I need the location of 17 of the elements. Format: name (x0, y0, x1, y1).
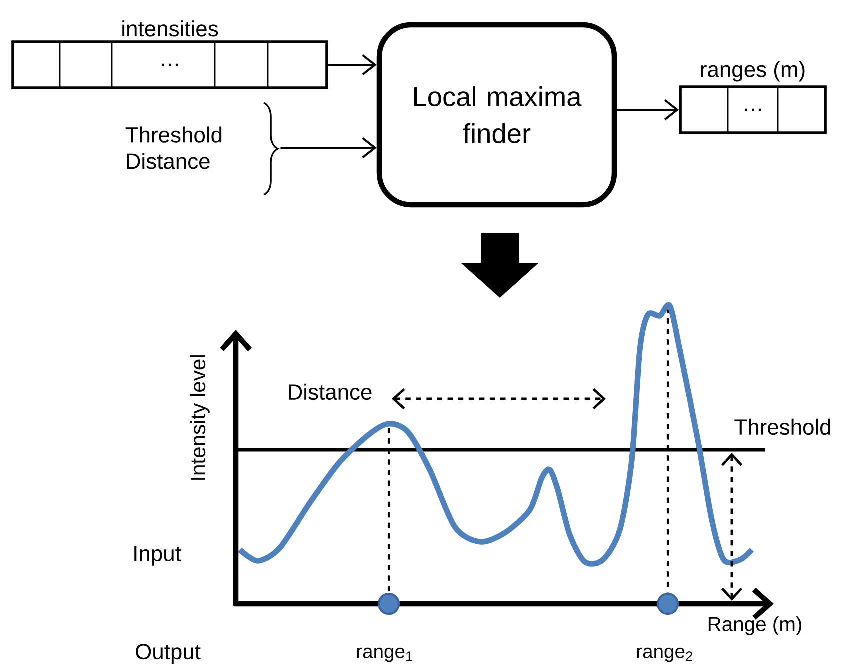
node-label: ranges (m) (701, 61, 805, 82)
range-label: range$_{2}$ (637, 648, 692, 662)
axis-label: Intensity level (190, 356, 210, 480)
array-box: … intensities (12, 20, 328, 90)
text-label: Distance (289, 384, 372, 400)
brace-label: Threshold Distance (126, 102, 279, 196)
text-label: Threshold (734, 418, 830, 436)
arrow (617, 100, 680, 120)
process-box: Local maxima finder (376, 22, 618, 208)
range-label: range$_{1}$ (357, 648, 412, 662)
node-label: intensities (122, 20, 218, 37)
text-label: Input (134, 546, 182, 566)
array-box: … ranges (m) (679, 61, 827, 134)
text-label: Output (136, 644, 201, 664)
arrow (280, 138, 377, 158)
arrow (328, 54, 377, 76)
axis-label: Range (m) (708, 616, 802, 636)
